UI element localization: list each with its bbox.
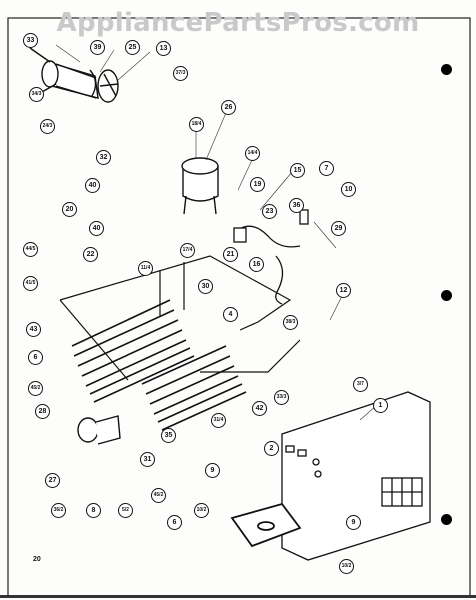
callout-32: 32 bbox=[96, 150, 111, 165]
watermark-text: AppliancePartsPros.com bbox=[56, 8, 420, 38]
callout-38: 38/3 bbox=[283, 315, 298, 330]
callout-45b: 45/2 bbox=[151, 488, 166, 503]
callout-5: 5/2 bbox=[118, 503, 133, 518]
callout-33b: 33/3 bbox=[274, 390, 289, 405]
registration-dot-bottom bbox=[441, 514, 452, 525]
callout-26: 26 bbox=[221, 100, 236, 115]
callout-35: 35 bbox=[161, 428, 176, 443]
callout-15: 15 bbox=[290, 163, 305, 178]
callout-17: 17/4 bbox=[180, 243, 195, 258]
callout-31a: 31/4 bbox=[211, 413, 226, 428]
callout-2: 2 bbox=[264, 441, 279, 456]
callout-10c: 10/2 bbox=[339, 559, 354, 574]
callout-39: 39 bbox=[90, 40, 105, 55]
callout-7: 7 bbox=[319, 161, 334, 176]
callout-37: 37/3 bbox=[173, 66, 188, 81]
callout-18: 18/4 bbox=[189, 117, 204, 132]
compressor bbox=[181, 157, 219, 215]
registration-dot-top bbox=[441, 64, 452, 75]
callout-43: 43 bbox=[26, 322, 41, 337]
callout-12: 12 bbox=[336, 283, 351, 298]
callout-27: 27 bbox=[45, 473, 60, 488]
callout-10b: 10/2 bbox=[194, 503, 209, 518]
condenser-fan-motor bbox=[77, 415, 121, 445]
leader-lines bbox=[55, 44, 377, 421]
callout-42: 42 bbox=[252, 401, 267, 416]
callout-1: 1 bbox=[373, 398, 388, 413]
callout-36: 36 bbox=[289, 198, 304, 213]
callout-4: 4 bbox=[223, 307, 238, 322]
callout-22: 22 bbox=[83, 247, 98, 262]
evaporator-coil bbox=[141, 345, 247, 431]
callout-14: 14/4 bbox=[245, 146, 260, 161]
callout-16: 16 bbox=[249, 257, 264, 272]
callout-44: 44/5 bbox=[23, 242, 38, 257]
callout-36b: 36/2 bbox=[51, 503, 66, 518]
valve-harness bbox=[233, 209, 309, 305]
page-number: 20 bbox=[33, 556, 41, 563]
callout-31b: 31 bbox=[140, 452, 155, 467]
callout-13: 13 bbox=[156, 41, 171, 56]
callout-10: 10 bbox=[341, 182, 356, 197]
callout-29: 29 bbox=[331, 221, 346, 236]
callout-25: 25 bbox=[125, 40, 140, 55]
callout-40b: 40 bbox=[89, 221, 104, 236]
callout-3: 3/7 bbox=[353, 377, 368, 392]
callout-6a: 6 bbox=[28, 350, 43, 365]
base-frame bbox=[59, 255, 301, 381]
callout-40a: 40 bbox=[85, 178, 100, 193]
callout-19: 19 bbox=[250, 177, 265, 192]
registration-dot-middle bbox=[441, 290, 452, 301]
callout-21: 21 bbox=[223, 247, 238, 262]
control-panel bbox=[281, 391, 431, 561]
callout-24: 24/3 bbox=[40, 119, 55, 134]
drain-pan bbox=[230, 502, 302, 548]
callout-20: 20 bbox=[62, 202, 77, 217]
scan-bottom-edge bbox=[0, 595, 476, 598]
callout-33: 33 bbox=[23, 33, 38, 48]
callout-11: 11/4 bbox=[138, 261, 153, 276]
callout-6b: 6 bbox=[167, 515, 182, 530]
callout-9b: 9 bbox=[346, 515, 361, 530]
callout-45a: 45/2 bbox=[28, 381, 43, 396]
callout-9a: 9 bbox=[205, 463, 220, 478]
callout-41: 41/5 bbox=[23, 276, 38, 291]
callout-30: 30 bbox=[198, 279, 213, 294]
callout-23: 23 bbox=[262, 204, 277, 219]
condenser-coil bbox=[71, 299, 195, 403]
callout-8: 8 bbox=[86, 503, 101, 518]
callout-34: 34/3 bbox=[29, 87, 44, 102]
callout-28: 28 bbox=[35, 404, 50, 419]
